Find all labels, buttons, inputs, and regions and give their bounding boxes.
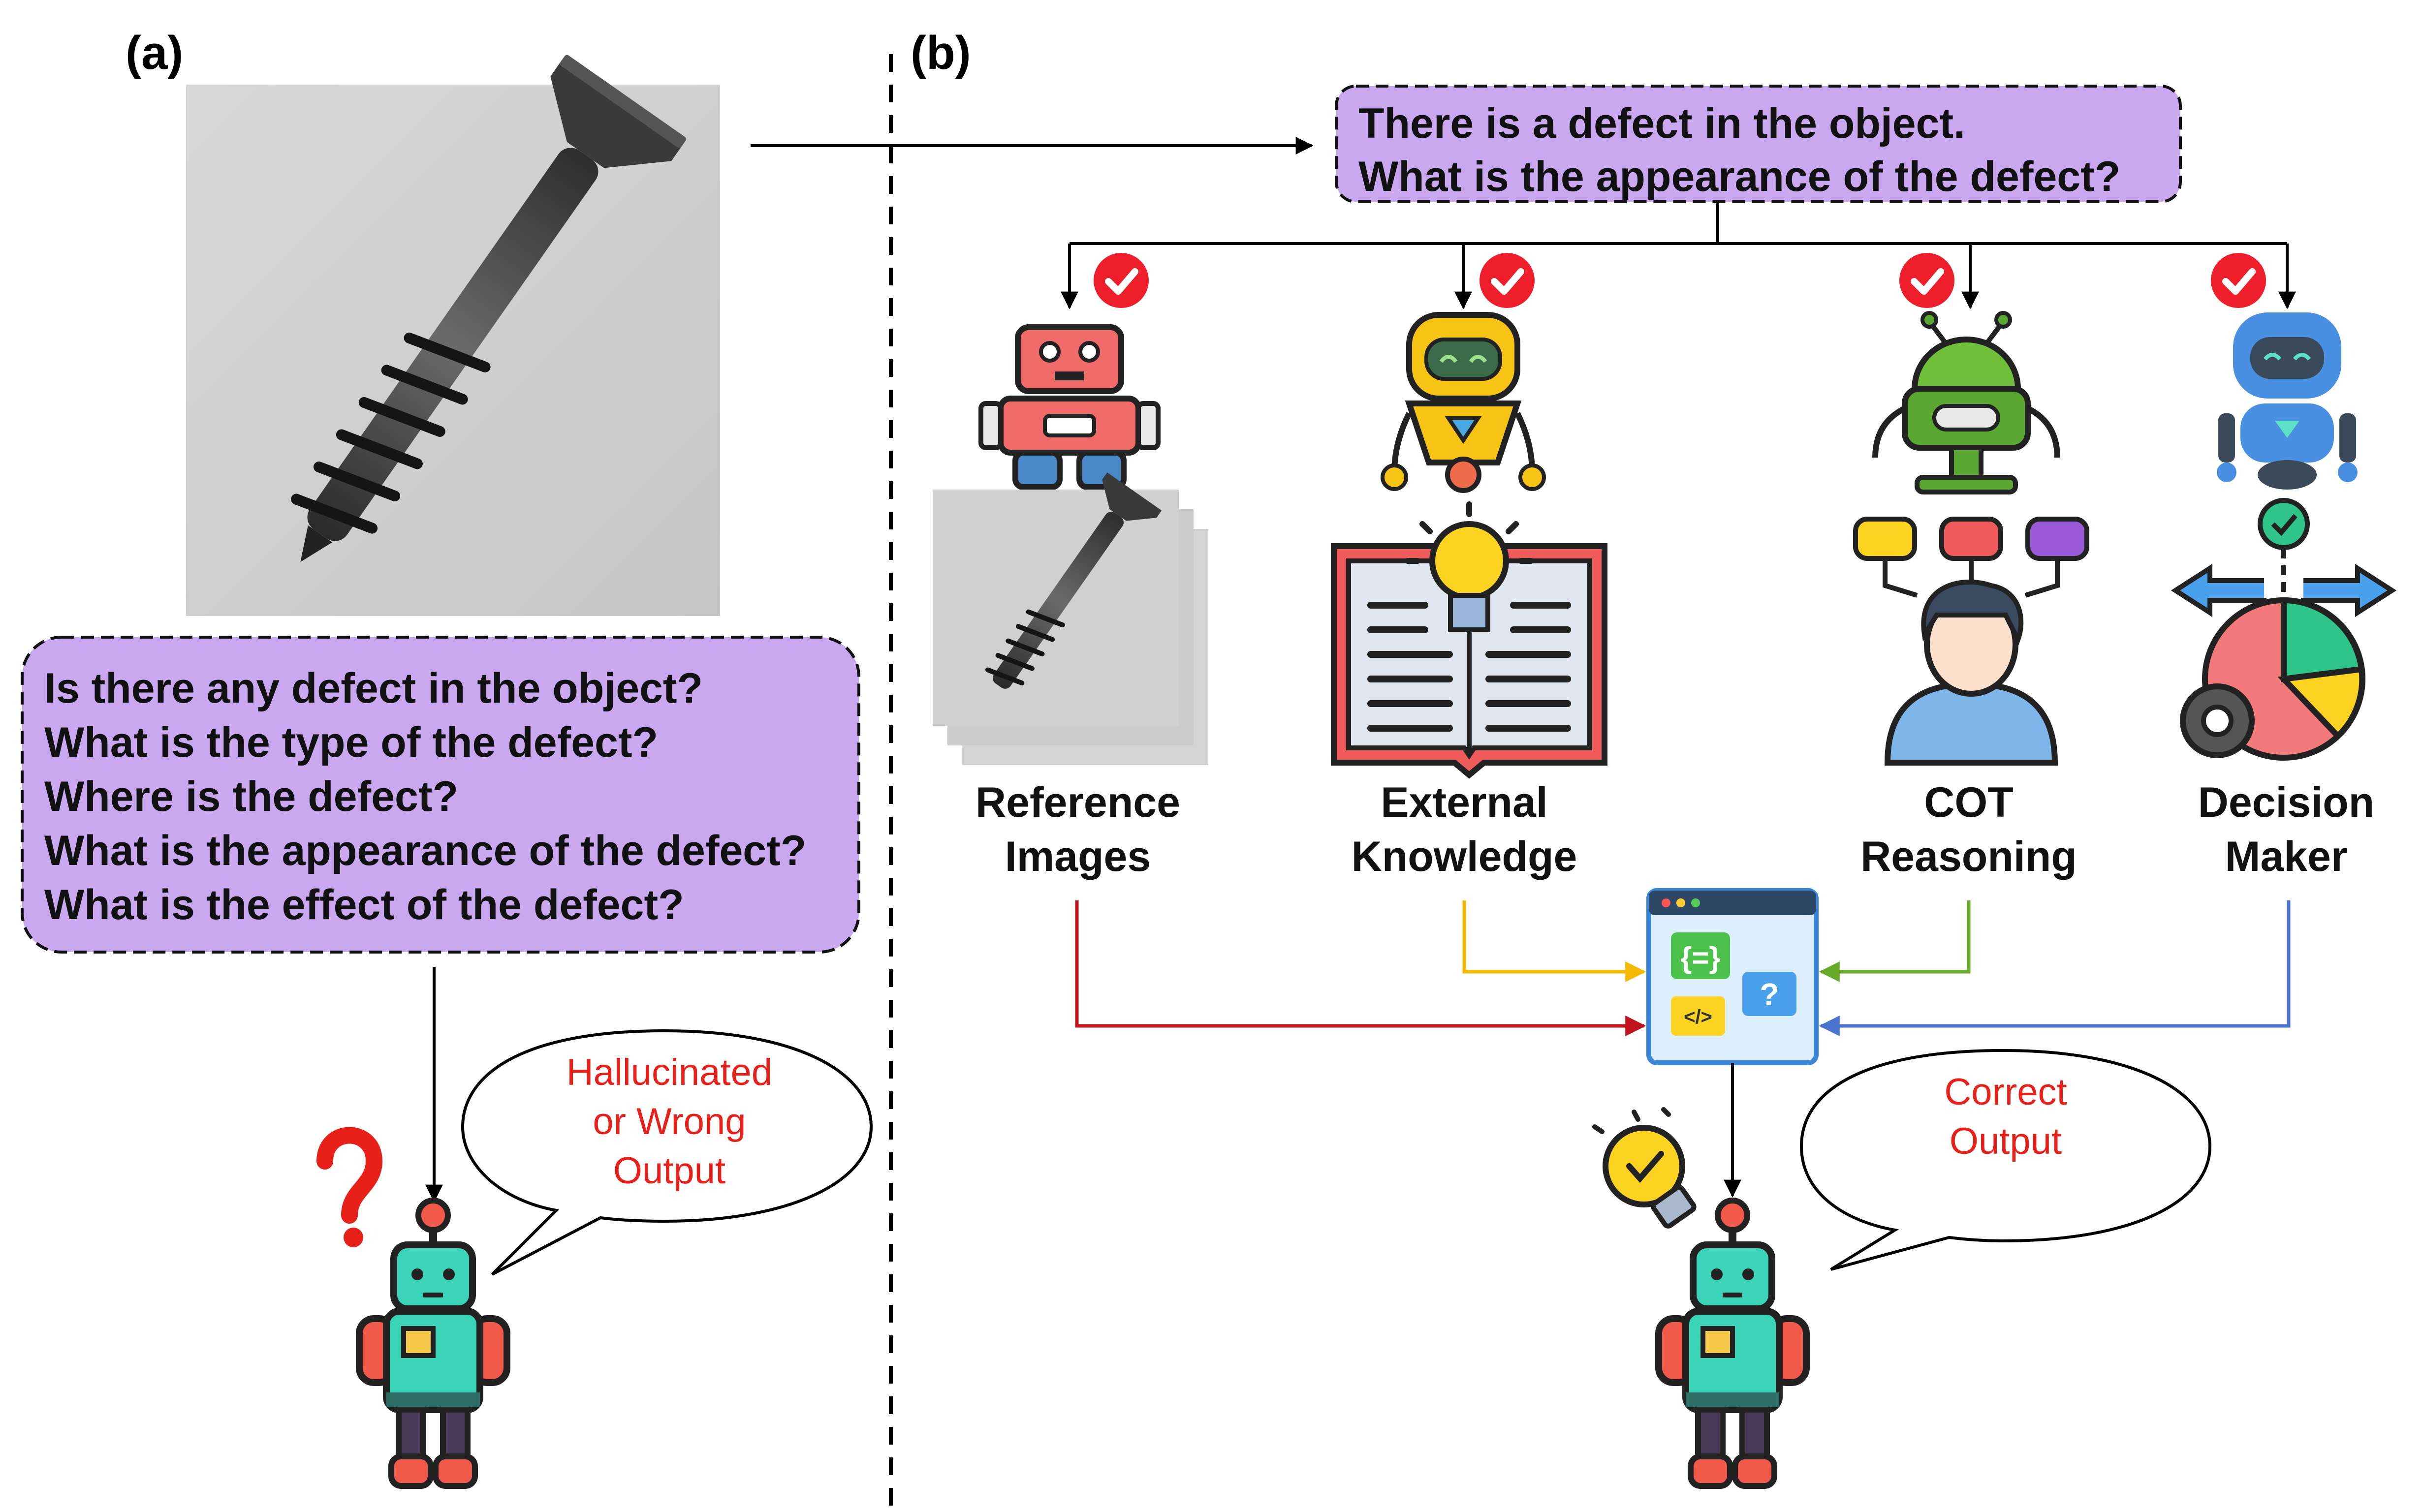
svg-text:?: ? bbox=[1760, 977, 1779, 1012]
svg-text:{=}: {=} bbox=[1680, 941, 1721, 974]
bubble-b-line: Correct bbox=[1944, 1071, 2067, 1113]
bubble-a-line: Output bbox=[613, 1150, 725, 1192]
bubble-a-line: or Wrong bbox=[593, 1101, 746, 1142]
question-box-a: Is there any defect in the object? What … bbox=[21, 636, 860, 954]
yellow-robot-icon bbox=[1381, 312, 1546, 493]
module-label: Reference bbox=[976, 779, 1180, 826]
module-label: Reasoning bbox=[1860, 833, 2077, 880]
query-box-b: There is a defect in the object. What is… bbox=[1335, 85, 2182, 203]
query-line: What is the appearance of the defect? bbox=[1358, 153, 2120, 200]
pie-chart-decision-icon bbox=[2171, 498, 2397, 761]
panel-label-b: (b) bbox=[911, 27, 971, 79]
check-icon bbox=[1899, 253, 1954, 308]
speech-bubble-b: Correct Output bbox=[1799, 1049, 2212, 1271]
reasoning-connector bbox=[1819, 900, 1971, 982]
green-robot-icon bbox=[1872, 311, 2060, 494]
question-line: What is the appearance of the defect? bbox=[44, 827, 806, 874]
module-label: External bbox=[1381, 779, 1547, 826]
panel-label-a: (a) bbox=[126, 27, 183, 79]
person-thinking-icon bbox=[1853, 517, 2089, 766]
question-line: What is the type of the defect? bbox=[44, 719, 658, 766]
idea-lightbulb-icon bbox=[1592, 1107, 1697, 1229]
module-label: COT bbox=[1924, 779, 2014, 826]
module-label: Knowledge bbox=[1352, 833, 1577, 880]
idea-robot-icon bbox=[1655, 1198, 1810, 1489]
code-window-icon: {=} ? </> bbox=[1646, 888, 1819, 1065]
knowledge-connector bbox=[1462, 900, 1646, 982]
screw-photo bbox=[186, 55, 720, 616]
module-label: Decision bbox=[2198, 779, 2374, 826]
bubble-a-line: Hallucinated bbox=[567, 1051, 772, 1093]
check-icon bbox=[1094, 253, 1149, 308]
speech-bubble-a: Hallucinated or Wrong Output bbox=[461, 1029, 873, 1276]
book-lightbulb-icon bbox=[1331, 501, 1607, 779]
module-label: Maker bbox=[2225, 833, 2348, 880]
confused-robot-icon bbox=[316, 1127, 510, 1489]
bubble-b-line: Output bbox=[1950, 1120, 2062, 1162]
question-line: Where is the defect? bbox=[44, 773, 458, 820]
query-line: There is a defect in the object. bbox=[1358, 100, 1965, 147]
reference-connector bbox=[1075, 900, 1646, 1036]
module-label: Images bbox=[1005, 833, 1151, 880]
svg-text:</>: </> bbox=[1684, 1006, 1712, 1028]
check-icon bbox=[1480, 253, 1535, 308]
check-icon bbox=[2211, 253, 2266, 308]
question-line: What is the effect of the defect? bbox=[44, 881, 684, 928]
branch-arrows bbox=[1061, 202, 2296, 309]
red-robot-icon bbox=[978, 324, 1161, 490]
blue-robot-icon bbox=[2217, 312, 2358, 490]
reference-images-icon bbox=[933, 472, 1208, 765]
question-line: Is there any defect in the object? bbox=[44, 665, 703, 712]
decision-connector bbox=[1819, 900, 2291, 1036]
